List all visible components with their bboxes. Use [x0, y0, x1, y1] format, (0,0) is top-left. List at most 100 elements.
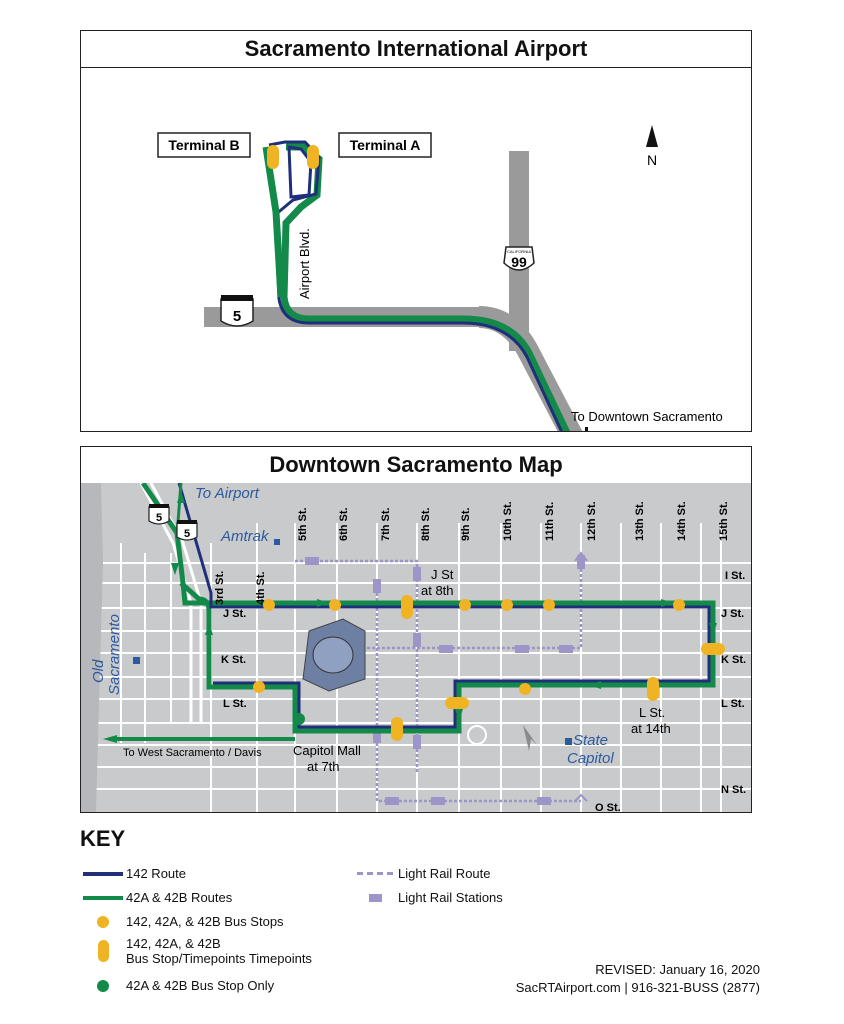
light-rail-station	[431, 797, 445, 805]
light-rail-stations	[305, 551, 588, 805]
svg-text:3rd St.: 3rd St.	[214, 571, 226, 605]
l-st-14th-label-2: at 14th	[631, 721, 671, 736]
light-rail-station	[413, 735, 421, 749]
map-key: KEY 142 Route 42A & 42B Routes 142, 42A,…	[80, 826, 760, 1016]
terminal-b-label: Terminal B	[168, 137, 239, 153]
svg-text:5: 5	[156, 512, 162, 524]
navy-line-swatch	[83, 871, 123, 876]
l-st-14th-label-1: L St.	[639, 705, 665, 720]
old-sac-marker	[133, 657, 140, 664]
i5-shield-icon: 5	[176, 520, 198, 541]
terminal-a-box	[338, 132, 432, 158]
airport-roads	[204, 151, 583, 431]
j-st-8th-label-1: J St	[431, 567, 454, 582]
route-42-downtown	[140, 483, 716, 734]
downtown-routes	[109, 483, 716, 741]
svg-text:J St.: J St.	[721, 608, 744, 620]
state-capitol-label-1: State	[573, 732, 608, 749]
bus-stop	[263, 599, 275, 611]
bus-stop	[329, 599, 341, 611]
j-st-8th-timepoint	[401, 595, 413, 619]
light-rail-route	[295, 555, 583, 803]
light-rail-station	[413, 633, 421, 647]
downtown-map-svg: 5 5 To Airport Amtrak State Capitol Old …	[81, 483, 751, 812]
i5-shield-icon: 5	[220, 295, 254, 327]
chevron-up-icon	[205, 623, 213, 635]
svg-text:5: 5	[184, 528, 190, 540]
downtown-map-title: Downtown Sacramento Map	[81, 447, 751, 484]
arrow-icon	[523, 725, 537, 751]
to-west-sac-label: To West Sacramento / Davis	[123, 747, 262, 759]
bus-stop	[459, 599, 471, 611]
yellow-pill-swatch	[97, 940, 109, 962]
light-rail-station	[305, 557, 319, 565]
amtrak-marker	[274, 539, 280, 545]
svg-text:I St.: I St.	[725, 570, 745, 582]
svg-text:12th St.: 12th St.	[586, 501, 598, 541]
svg-text:CALIFORNIA: CALIFORNIA	[507, 249, 531, 254]
light-rail-station	[515, 645, 529, 653]
l-st-14th-timepoint	[647, 677, 659, 701]
downtown-map-panel: Downtown Sacramento Map	[80, 446, 752, 813]
chevron-down-icon	[171, 563, 179, 575]
airport-routes	[262, 140, 571, 431]
svg-text:11th St.: 11th St.	[544, 502, 556, 541]
green-line-swatch	[83, 895, 123, 900]
bus-stop	[543, 599, 555, 611]
bus-stop	[673, 599, 685, 611]
key-item-green-stop: 42A & 42B Bus Stop Only	[80, 978, 274, 993]
route-direction-arrows	[103, 491, 717, 743]
horizontal-street-labels: J St. K St. L St. I St. J St. K St. L St…	[221, 570, 746, 812]
chevron-right-icon	[661, 599, 673, 607]
svg-text:O St.: O St.	[595, 802, 621, 812]
terminal-a-timepoint	[307, 145, 319, 169]
key-title: KEY	[80, 826, 126, 851]
arena-icon	[302, 618, 366, 692]
svg-text:5: 5	[233, 308, 241, 325]
vertical-street-labels: 3rd St. 4th St. 5th St. 6th St. 7th St. …	[214, 501, 730, 605]
svg-text:4th St.: 4th St.	[255, 571, 267, 605]
key-item-light-rail-stations: Light Rail Stations	[352, 890, 503, 905]
light-rail-station	[577, 555, 585, 569]
chevron-down-icon	[455, 709, 463, 721]
lavender-square-swatch	[368, 893, 382, 902]
contact-info: SacRTAirport.com | 916-321-BUSS (2877)	[515, 980, 760, 995]
chevron-right-icon	[317, 599, 329, 607]
key-item-142-route: 142 Route	[80, 866, 186, 881]
key-item-bus-stops: 142, 42A, & 42B Bus Stops	[80, 914, 284, 929]
north-arrow-icon: N	[646, 125, 658, 168]
hwy99-shield-icon: CALIFORNIA 99	[503, 246, 535, 271]
to-downtown-label: To Downtown Sacramento	[571, 409, 723, 424]
route-142-downtown	[177, 483, 711, 729]
svg-text:N: N	[647, 152, 657, 168]
route-142-line	[268, 140, 563, 431]
chevron-down-icon	[709, 623, 717, 635]
airport-blvd-label: Airport Blvd.	[297, 228, 312, 299]
svg-text:8th St.: 8th St.	[420, 507, 432, 541]
bus-stop	[253, 681, 265, 693]
state-capitol-label-2: Capitol	[567, 750, 614, 767]
terminal-a-label: Terminal A	[350, 137, 421, 153]
svg-text:J St.: J St.	[223, 608, 246, 620]
traffic-circle	[467, 725, 487, 745]
light-rail-station	[373, 579, 381, 593]
svg-text:13th St.: 13th St.	[634, 501, 646, 541]
svg-text:K St.: K St.	[221, 654, 246, 666]
bus-stop	[501, 599, 513, 611]
svg-text:14th St.: 14th St.	[676, 501, 688, 541]
airport-map-title: Sacramento International Airport	[81, 31, 751, 68]
chevron-left-icon	[103, 735, 117, 743]
down-arrow-icon	[585, 427, 588, 431]
svg-text:N St.: N St.	[721, 784, 746, 796]
revised-date: REVISED: January 16, 2020	[595, 962, 760, 977]
svg-text:10th St.: 10th St.	[502, 501, 514, 541]
svg-text:99: 99	[511, 254, 527, 270]
light-rail-station	[559, 645, 573, 653]
svg-text:K St.: K St.	[721, 654, 746, 666]
svg-text:L St.: L St.	[721, 698, 745, 710]
capitol-mall-label-2: at 7th	[307, 759, 340, 774]
capitol-mall-label-1: Capitol Mall	[293, 743, 361, 758]
chevron-left-icon	[589, 681, 601, 689]
key-item-42-routes: 42A & 42B Routes	[80, 890, 232, 905]
svg-text:L St.: L St.	[223, 698, 247, 710]
